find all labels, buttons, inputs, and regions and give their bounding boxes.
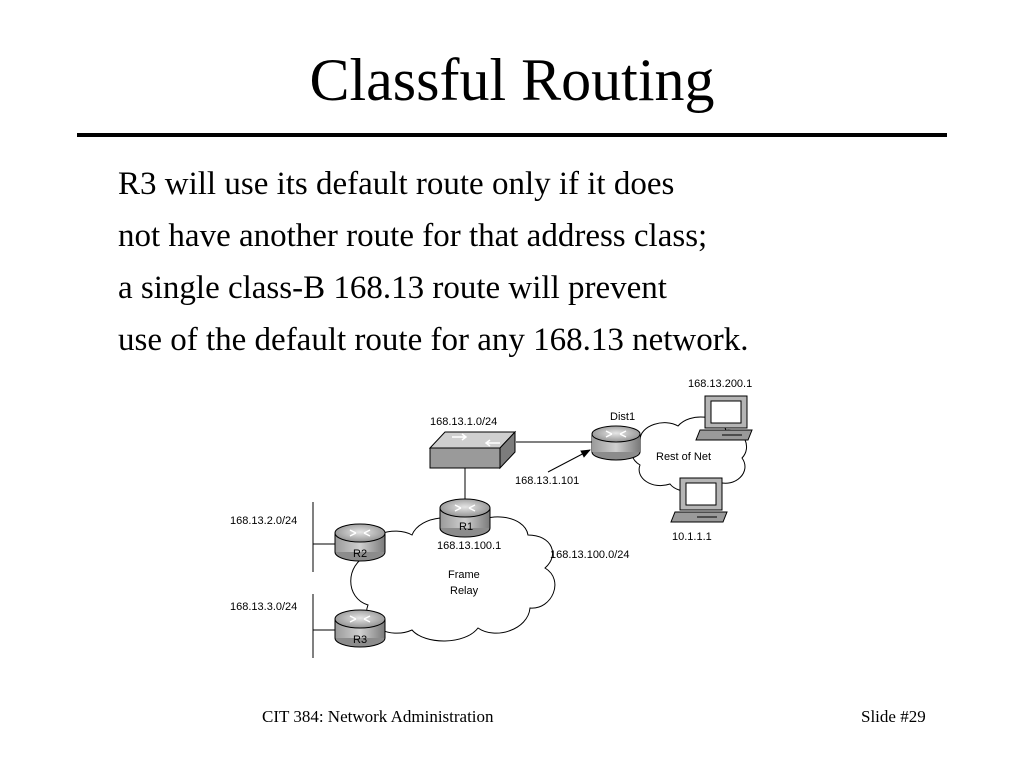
- lan-segment-r2: [312, 502, 336, 572]
- dist1-label: Dist1: [610, 411, 635, 423]
- lan-segment-r3: [312, 594, 336, 658]
- frame-relay-subnet-label: 168.13.100.0/24: [550, 549, 630, 561]
- r2-subnet-label: 168.13.2.0/24: [230, 515, 297, 527]
- switch-icon: [428, 430, 517, 470]
- body-line-1: R3 will use its default route only if it…: [118, 166, 675, 202]
- body-text: R3 will use its default route only if it…: [118, 158, 748, 366]
- body-line-2: not have another route for that address …: [118, 218, 708, 254]
- dist1-ip-arrow: [547, 449, 591, 473]
- r3-label: R3: [353, 634, 367, 646]
- pc-top-icon: [695, 395, 753, 441]
- pc-bottom-ip-label: 10.1.1.1: [672, 531, 712, 543]
- frame-relay-label-line1: Frame: [448, 569, 480, 581]
- title-divider: [77, 133, 947, 137]
- pc-top-ip-label: 168.13.200.1: [688, 378, 752, 390]
- slide-title: Classful Routing: [309, 47, 715, 113]
- rest-of-net-label: Rest of Net: [656, 451, 711, 463]
- body-line-4: use of the default route for any 168.13 …: [118, 322, 749, 358]
- dist1-router-icon: [591, 425, 641, 461]
- r3-subnet-label: 168.13.3.0/24: [230, 601, 297, 613]
- frame-relay-label-line2: Relay: [450, 585, 479, 597]
- r1-label: R1: [459, 521, 473, 533]
- r1-router-icon: [439, 498, 491, 538]
- switch-subnet-label: 168.13.1.0/24: [430, 416, 497, 428]
- body-line-3: a single class-B 168.13 route will preve…: [118, 270, 667, 306]
- r2-router-icon: [334, 523, 386, 562]
- pc-bottom-icon: [670, 477, 728, 523]
- r2-label: R2: [353, 548, 367, 560]
- r3-router-icon: [334, 609, 386, 648]
- r1-ip-label: 168.13.100.1: [437, 540, 501, 552]
- dist1-ip-label: 168.13.1.101: [515, 475, 579, 487]
- footer-course-title: CIT 384: Network Administration: [262, 707, 494, 726]
- footer-slide-number: Slide #29: [861, 707, 926, 726]
